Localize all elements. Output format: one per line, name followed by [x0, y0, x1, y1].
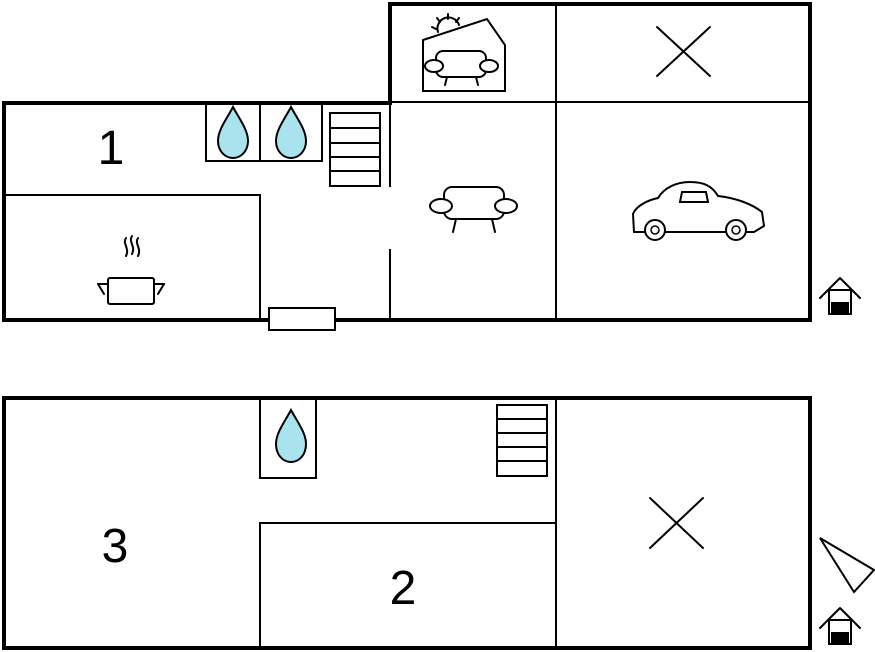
upper-floor-outer-wall: [2, 2, 812, 322]
car-icon: [631, 180, 766, 241]
north-arrow-icon: [819, 537, 875, 594]
bathroom-box: [259, 102, 323, 162]
stairs-icon: [496, 404, 548, 477]
lower-floor-outer-wall: [2, 396, 812, 650]
kitchen-wall: [4, 194, 261, 320]
house-entrance-icon: [819, 277, 861, 315]
sofa-icon: [429, 186, 518, 233]
cooking-pot-icon: [97, 235, 165, 305]
water-drop-icon: [216, 104, 250, 160]
house-entrance-icon: [819, 607, 861, 645]
unused-room-cross-icon: [649, 497, 704, 549]
stairs-icon: [329, 112, 381, 187]
room-2-wall: [259, 522, 556, 648]
entrance-door: [268, 307, 336, 331]
unused-room-cross-icon: [656, 26, 711, 77]
upper-floor: 1: [2, 2, 861, 331]
room-number: 1: [98, 122, 125, 175]
lower-floor: 3 2: [2, 396, 875, 650]
sunroom-sofa-icon: [422, 13, 506, 92]
room-number: 2: [390, 562, 417, 615]
bathroom-box: [259, 397, 317, 479]
water-drop-icon: [274, 407, 308, 464]
room-number: 3: [102, 520, 129, 573]
water-drop-icon: [274, 104, 308, 160]
